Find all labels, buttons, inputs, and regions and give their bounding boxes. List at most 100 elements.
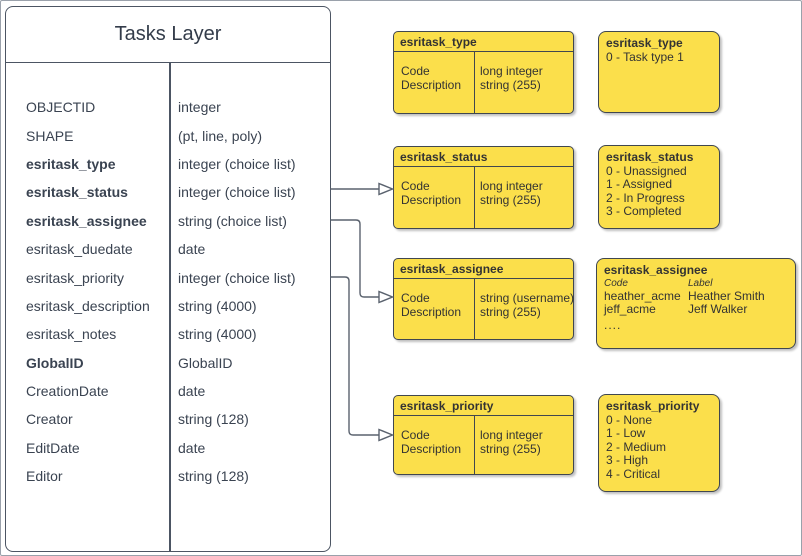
connector-assignee [330,219,379,298]
assignee-entry: heather_acme Heather Smith [604,288,788,304]
domain-key: Description [401,77,462,92]
relationship-connectors [330,182,395,442]
field-row: esritask_description string (4000) [6,292,330,320]
choice-list-title: esritask_assignee [604,263,708,277]
choice-list-esritask-status: esritask_status 0 - Unassigned 1 - Assig… [598,145,720,229]
field-row: SHAPE (pt, line, poly) [6,121,330,149]
table-body: OBJECTID integer SHAPE (pt, line, poly) … [6,63,330,551]
domain-divider [474,416,476,474]
field-type: (pt, line, poly) [178,127,263,144]
assignee-label: Jeff Walker [688,302,748,317]
domain-table-esritask-status: esritask_status Code Description long in… [393,146,574,229]
field-type: integer (choice list) [178,184,296,201]
field-name: Editor [26,468,63,485]
domain-key: Code [401,428,430,442]
label-column-header: Label [688,277,713,289]
field-row: OBJECTID integer [6,93,330,121]
choice-list-esritask-type: esritask_type 0 - Task type 1 [598,31,720,113]
field-type: date [178,383,206,400]
field-row: EditDate date [6,434,330,462]
choice-item: 1 - Assigned [606,177,673,192]
connector-arrowhead-icon [378,182,395,196]
assignee-label: Heather Smith [688,288,765,303]
choice-item: 4 - Critical [606,466,661,481]
assignee-column-headers: Code Label [604,278,788,290]
domain-value: long integer [480,64,543,78]
domain-values: long integer string (255) [474,428,573,474]
domain-values: long integer string (255) [474,64,573,113]
field-name: OBJECTID [26,99,96,116]
assignee-code: jeff_acme [604,302,656,317]
connector-arrowhead-icon [378,290,395,304]
domain-value: string (255) [480,192,541,207]
domain-table-esritask-type: esritask_type Code Description long inte… [393,31,574,114]
more-entries-ellipsis: .... [604,317,622,332]
field-type: GlobalID [178,354,233,371]
table-title: Tasks Layer [6,7,330,63]
field-name: esritask_assignee [26,212,147,229]
column-divider [169,63,171,551]
field-type: date [178,241,206,258]
field-row: CreationDate date [6,377,330,405]
field-type: string (128) [178,468,249,485]
domain-value: long integer [480,428,543,442]
field-row: Editor string (128) [6,462,330,490]
domain-values: string (username) string (255) [474,291,575,339]
domain-value: string (255) [480,304,541,319]
domain-divider [474,167,476,228]
field-name: esritask_priority [26,269,125,286]
field-name: Creator [26,411,73,428]
field-type: integer (choice list) [178,155,296,172]
field-name: GlobalID [26,354,84,371]
field-name: esritask_status [26,184,128,201]
domain-content: Code Description long integer string (25… [394,52,573,113]
tasks-layer-table: Tasks Layer OBJECTID integer SHAPE (pt, … [5,6,331,552]
domain-key: Description [401,304,462,319]
domain-keys: Code Description [394,179,474,228]
field-row: esritask_notes string (4000) [6,320,330,348]
domain-title: esritask_assignee [394,259,573,279]
choice-list-esritask-priority: esritask_priority 0 - None 1 - Low 2 - M… [598,394,720,492]
assignee-code: heather_acme [604,288,681,303]
choice-item: 2 - In Progress [606,190,685,205]
field-name: esritask_description [26,297,150,314]
assignee-entry: jeff_acme Jeff Walker [604,303,788,317]
field-name: CreationDate [26,383,109,400]
field-row: esritask_type integer (choice list) [6,150,330,178]
field-type: integer (choice list) [178,269,296,286]
choice-item: 0 - None [606,412,653,427]
field-row: esritask_assignee string (choice list) [6,207,330,235]
field-type: string (4000) [178,297,257,314]
connector-arrowhead-icon [378,428,395,442]
choice-list-esritask-assignee: esritask_assignee Code Label heather_acm… [596,258,796,349]
code-column-header: Code [604,277,628,289]
choice-list-title: esritask_type [606,36,683,50]
domain-title: esritask_priority [394,396,573,416]
choice-item: 0 - Task type 1 [606,49,684,64]
connector-priority [330,276,379,436]
choice-item: 1 - Low [606,426,646,441]
domain-value: string (username) [480,291,575,305]
field-name: esritask_duedate [26,241,133,258]
domain-key: Description [401,441,462,456]
domain-content: Code Description string (username) strin… [394,279,575,339]
domain-title: esritask_status [394,147,573,167]
domain-value: string (255) [480,441,541,456]
domain-divider [474,279,476,339]
field-row: esritask_priority integer (choice list) [6,263,330,291]
domain-value: long integer [480,179,543,193]
field-name: esritask_type [26,155,116,172]
domain-key: Code [401,64,430,78]
domain-key: Code [401,179,430,193]
field-name: esritask_notes [26,326,117,343]
field-row: esritask_status integer (choice list) [6,178,330,206]
choice-item: 0 - Unassigned [606,163,687,178]
field-type: integer [178,99,221,116]
domain-divider [474,52,476,113]
field-name: EditDate [26,439,80,456]
choice-list-title: esritask_priority [606,399,700,413]
field-row: Creator string (128) [6,405,330,433]
domain-table-esritask-priority: esritask_priority Code Description long … [393,395,574,475]
field-type: string (128) [178,411,249,428]
